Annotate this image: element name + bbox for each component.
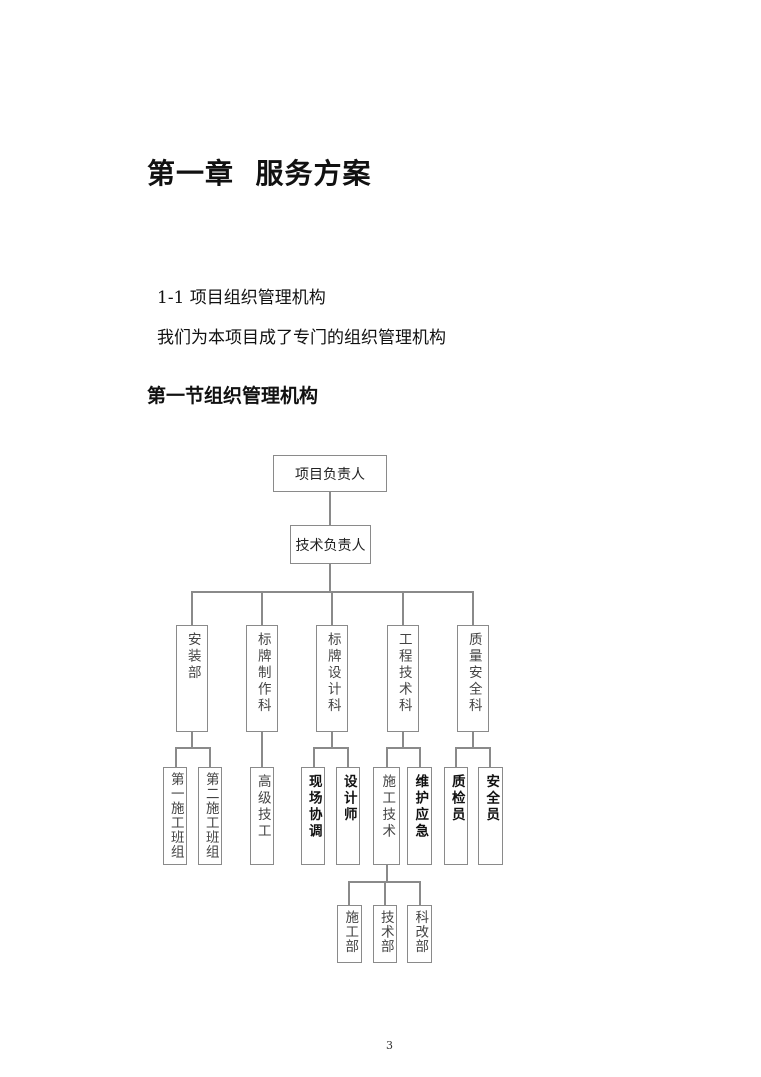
- connector: [472, 731, 474, 748]
- org-node-installation-dept: 安装部: [176, 625, 208, 732]
- connector: [402, 591, 404, 625]
- node-label: 技术部: [377, 910, 394, 954]
- connector: [175, 747, 177, 767]
- subsection-heading: 1-1 项目组织管理机构: [157, 288, 326, 308]
- org-node-safety-officer: 安全员: [478, 767, 503, 865]
- org-node-designer: 设计师: [336, 767, 360, 865]
- connector: [386, 864, 388, 882]
- node-label: 施工技术: [379, 774, 396, 840]
- connector: [331, 731, 333, 748]
- node-label: 维护应急: [412, 774, 429, 840]
- connector: [331, 591, 333, 625]
- connector: [489, 747, 491, 767]
- node-label: 设计师: [340, 774, 357, 824]
- connector: [329, 563, 331, 592]
- node-label: 标牌制作科: [254, 632, 271, 715]
- org-node-maintenance-emergency: 维护应急: [407, 767, 432, 865]
- connector: [455, 747, 490, 749]
- org-node-technical-dept: 技术部: [373, 905, 397, 963]
- connector: [386, 747, 388, 767]
- org-node-quality-safety: 质量安全科: [457, 625, 489, 732]
- connector: [455, 747, 457, 767]
- connector: [261, 591, 263, 625]
- org-node-sign-design: 标牌设计科: [316, 625, 348, 732]
- node-label: 第一施工班组: [167, 772, 184, 859]
- connector: [419, 747, 421, 767]
- org-node-engineering-tech: 工程技术科: [387, 625, 419, 732]
- connector: [313, 747, 348, 749]
- org-node-tech-lead: 技术负责人: [290, 525, 371, 564]
- connector: [191, 731, 193, 748]
- node-label: 施工部: [342, 910, 359, 954]
- org-node-reform-dept: 科改部: [407, 905, 432, 963]
- node-label: 高级技工: [254, 774, 271, 840]
- connector: [348, 881, 350, 905]
- node-label: 工程技术科: [395, 632, 412, 715]
- connector: [402, 731, 404, 748]
- connector: [419, 881, 421, 905]
- connector: [313, 747, 315, 767]
- node-label: 安装部: [184, 632, 201, 682]
- connector: [209, 747, 211, 767]
- node-label: 标牌设计科: [324, 632, 341, 715]
- org-node-project-lead: 项目负责人: [273, 455, 387, 492]
- connector: [261, 731, 263, 767]
- connector: [347, 747, 349, 767]
- node-label: 第二施工班组: [202, 772, 219, 859]
- org-node-construction-tech: 施工技术: [373, 767, 400, 865]
- node-label: 质量安全科: [465, 632, 482, 715]
- node-label: 科改部: [412, 910, 429, 954]
- node-label: 现场协调: [305, 774, 322, 840]
- org-node-construction-dept: 施工部: [337, 905, 362, 963]
- section-title: 第一节组织管理机构: [147, 385, 319, 407]
- node-label: 项目负责人: [295, 466, 365, 483]
- org-node-team-1: 第一施工班组: [163, 767, 187, 865]
- connector: [386, 747, 420, 749]
- connector: [384, 881, 386, 905]
- connector: [472, 591, 474, 625]
- node-label: 技术负责人: [295, 537, 366, 554]
- connector: [191, 591, 193, 625]
- org-node-senior-technician: 高级技工: [250, 767, 274, 865]
- org-node-site-coordination: 现场协调: [301, 767, 325, 865]
- node-label: 安全员: [483, 774, 500, 824]
- org-node-team-2: 第二施工班组: [198, 767, 222, 865]
- org-node-sign-production: 标牌制作科: [246, 625, 278, 732]
- body-paragraph: 我们为本项目成了专门的组织管理机构: [157, 328, 446, 348]
- chapter-title: 第一章 服务方案: [147, 157, 372, 190]
- connector: [329, 491, 331, 525]
- connector: [175, 747, 210, 749]
- org-node-quality-inspector: 质检员: [444, 767, 468, 865]
- page-number: 3: [386, 1039, 393, 1052]
- node-label: 质检员: [448, 774, 465, 824]
